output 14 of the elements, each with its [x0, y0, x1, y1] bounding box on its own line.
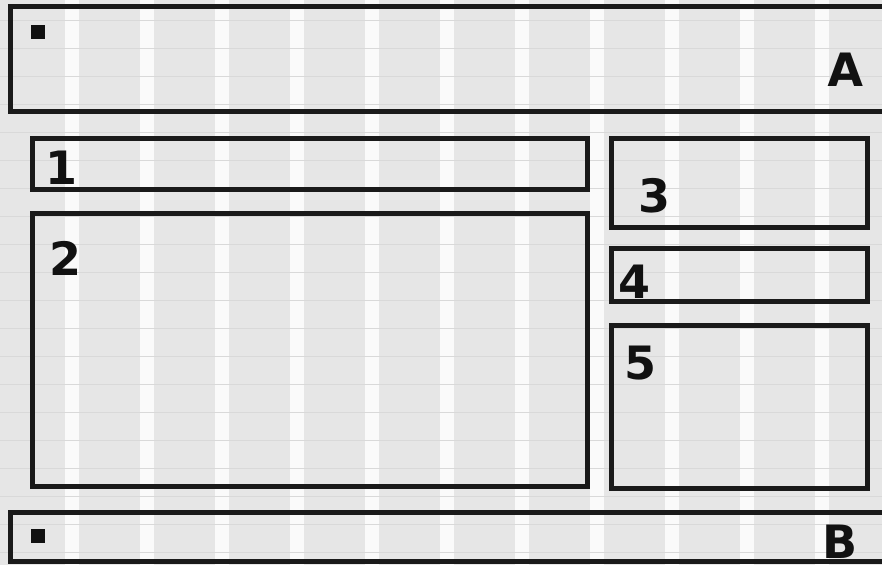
layout-region: [8, 510, 882, 564]
layout-region: [8, 4, 882, 114]
region-label: B: [822, 519, 857, 565]
layout-region: [30, 136, 590, 192]
region-label: 2: [49, 236, 82, 282]
region-label: 3: [638, 173, 670, 219]
region-label: 1: [45, 145, 78, 191]
layout-region: [609, 136, 870, 230]
layout-region: [609, 246, 870, 304]
region-label: A: [827, 47, 863, 93]
region-label: 4: [618, 259, 650, 305]
region-label: 5: [624, 340, 656, 386]
layout-region: [609, 323, 870, 491]
layout-region: [30, 211, 590, 489]
